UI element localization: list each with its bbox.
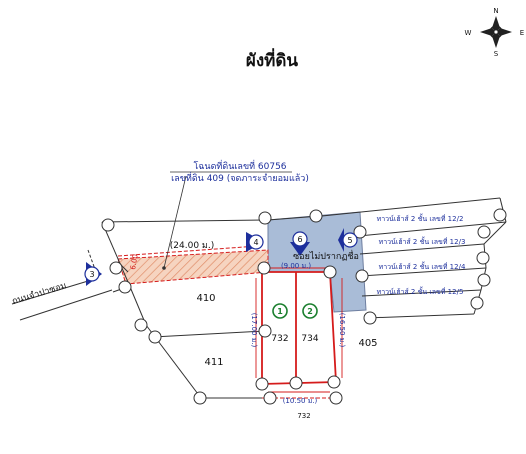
plot-right-depth: (16.50 ม.) — [338, 313, 346, 348]
parcel-405: 405 — [358, 338, 377, 349]
parcel-732: 732 — [271, 334, 288, 344]
townhouse-12-4: ทาวน์เฮ้าส์ 2 ชั้น เลขที่ 12/4 — [379, 260, 466, 271]
easement-strip — [117, 249, 269, 285]
townhouse-12-3: ทาวน์เฮ้าส์ 2 ชั้น เลขที่ 12/3 — [379, 235, 466, 246]
parcel-bottom: 732 — [297, 412, 310, 420]
view-marker-3: 3 — [84, 262, 102, 286]
svg-text:3: 3 — [89, 270, 94, 279]
easement-width: 6.00 — [129, 254, 140, 271]
compass-rose-icon — [480, 16, 512, 48]
view-marker-4: 4 — [246, 232, 264, 252]
dimension-arrows — [255, 267, 343, 393]
compass-w: W — [465, 29, 472, 37]
parcel-410: 410 — [196, 293, 215, 304]
plot-marker-1: 1 — [272, 303, 288, 319]
plot-marker-2: 2 — [302, 303, 318, 319]
townhouse-12-5: ทาวน์เฮ้าส์ 2 ชั้น เลขที่ 12/5 — [377, 285, 464, 296]
compass-e: E — [520, 29, 524, 37]
view-marker-6: 6 — [290, 231, 310, 256]
deed-land-number: เลขที่ดิน 409 (จดภาระจำยอมแล้ว) — [171, 171, 309, 184]
townhouse-12-2: ทาวน์เฮ้าส์ 2 ชั้น เลขที่ 12/2 — [377, 212, 464, 223]
compass-s: S — [494, 50, 499, 58]
parcel-lines — [11, 197, 507, 399]
view-marker-5: 5 — [338, 228, 358, 252]
svg-text:5: 5 — [347, 236, 352, 245]
deed-number: โฉนดที่ดินเลขที่ 60756 — [193, 159, 286, 172]
easement-length: (24.00 ม.) — [170, 241, 214, 251]
survey-points — [101, 208, 507, 405]
map-title: ผังที่ดิน — [246, 48, 299, 71]
svg-text:2: 2 — [307, 307, 313, 316]
subject-boundary — [261, 271, 337, 385]
compass-n: N — [493, 7, 498, 15]
plot-front-width: (10.50 ม.) — [283, 397, 318, 405]
alley-width: (9.00 ม.) — [281, 262, 311, 270]
alley-name: ซอยไม่ปรากฏชื่อ — [293, 249, 359, 262]
parcel-734: 734 — [301, 334, 318, 344]
svg-text:1: 1 — [277, 307, 283, 316]
plot-left-depth: (17.00 ม.) — [250, 313, 258, 348]
parcel-411: 411 — [204, 357, 223, 368]
svg-text:6: 6 — [297, 235, 302, 244]
road-name: ถนนจำปาซอม — [11, 280, 68, 307]
svg-text:4: 4 — [253, 238, 258, 247]
